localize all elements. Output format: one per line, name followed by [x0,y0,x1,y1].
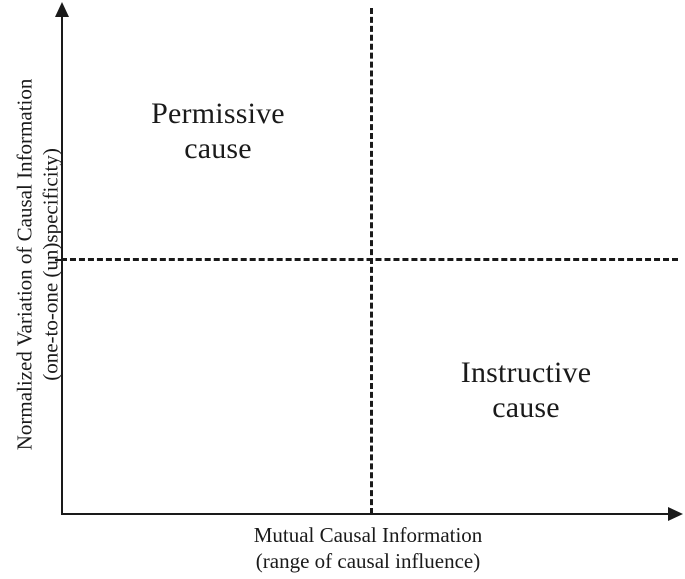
quadrant-label-permissive-line2: cause [184,132,252,166]
quadrant-label-instructive-line1: Instructive [460,356,592,389]
y-axis-title-line1: Normalized Variation of Causal Informati… [12,78,37,451]
y-axis-title-line2: (one-to-one (un)specificity) [39,148,63,381]
x-axis-arrow-icon [668,507,683,521]
x-axis-title-line2: (range of causal influence) [255,549,481,574]
horizontal-dashed-divider [61,258,678,261]
quadrant-label-instructive-line2: cause [492,391,560,425]
y-axis-tick-mark [55,259,62,261]
x-axis-title: Mutual Causal Information (range of caus… [168,522,568,575]
x-axis-line [61,513,674,515]
vertical-dashed-divider [370,8,373,514]
quadrant-label-permissive-line1: Permissive [151,97,285,130]
quadrant-label-instructive: Instructive cause [426,355,626,425]
x-axis-title-line1: Mutual Causal Information [253,523,483,547]
y-axis-arrow-icon [55,2,69,17]
y-axis-title: Normalized Variation of Causal Informati… [12,14,65,514]
y-axis-line [61,14,63,515]
quadrant-label-permissive: Permissive cause [118,96,318,166]
